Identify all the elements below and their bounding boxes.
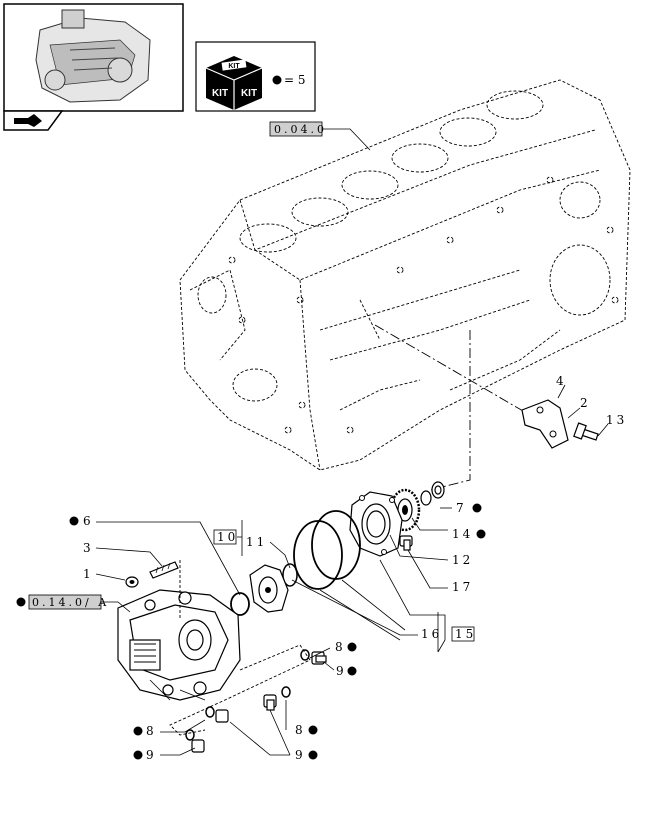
- arrow-hand-icon: [14, 114, 42, 127]
- callout-box-15: 15: [451, 626, 476, 642]
- bullet-icon-6: [69, 516, 79, 526]
- kit-bullet-icon: [272, 75, 282, 85]
- engine-thumbnail[interactable]: [3, 3, 184, 112]
- housing-part-12[interactable]: [349, 491, 403, 557]
- pump-assembly[interactable]: [117, 589, 241, 701]
- callout-6: 6: [83, 514, 94, 528]
- reference-block[interactable]: 0.04.0: [269, 121, 371, 151]
- bullet-icon-14: [476, 529, 486, 539]
- leader-13: [597, 423, 609, 437]
- leader-2: [567, 407, 581, 419]
- guide-pump-fittings: [169, 644, 311, 736]
- callout-8-upper: 8: [335, 640, 346, 654]
- bullet-icon-9-middle: [308, 750, 318, 760]
- bullet-icon-8-lower: [133, 726, 143, 736]
- fitting-lower-left[interactable]: [185, 706, 229, 753]
- kit-label-right: KIT: [241, 88, 257, 99]
- oring-part-6[interactable]: [230, 592, 250, 616]
- callout-4: 4: [556, 374, 567, 388]
- bullet-icon-8-upper: [347, 642, 357, 652]
- stud-part-3[interactable]: [149, 561, 179, 579]
- callout-11: 11: [246, 535, 267, 549]
- callout-box-10: 10: [213, 529, 238, 545]
- callout-12: 12: [452, 553, 473, 567]
- fitting-upper-right[interactable]: [300, 649, 327, 665]
- reference-block-label: 0.04.0: [274, 123, 327, 136]
- bracket-part-4[interactable]: [521, 399, 569, 449]
- leader-block-to-bracket: [374, 324, 531, 416]
- bullet-icon-7: [472, 503, 482, 513]
- bullet-icon-8-middle: [308, 725, 318, 735]
- leader-lines: [95, 507, 452, 756]
- washer-part-7[interactable]: [420, 481, 445, 506]
- callout-9-upper: 9: [336, 664, 347, 678]
- engine-thumbnail-icon: [35, 9, 151, 103]
- fitting-middle[interactable]: [263, 686, 291, 711]
- kit-count: = 5: [284, 73, 306, 87]
- reference-pump-label: 0.14.0/ A: [32, 596, 109, 609]
- callout-9-lower: 9: [146, 748, 157, 762]
- callout-8-lower: 8: [146, 724, 157, 738]
- callout-9-middle: 9: [295, 748, 306, 762]
- kit-label-top: KIT: [228, 63, 240, 70]
- callout-7: 7: [456, 501, 467, 515]
- bolt-part-13[interactable]: [573, 422, 599, 441]
- leader-block-to-gear: [429, 330, 471, 491]
- nut-part-1[interactable]: [125, 576, 139, 588]
- engine-block-outline: [179, 79, 631, 471]
- callout-1: 1: [83, 567, 94, 581]
- callout-8-middle: 8: [295, 723, 306, 737]
- bullet-icon-9-upper: [347, 666, 357, 676]
- callout-13: 13: [606, 413, 627, 427]
- callout-16: 16: [421, 627, 442, 641]
- flange-part-11[interactable]: [249, 564, 289, 613]
- bullet-icon-pump-ref: [16, 597, 26, 607]
- callout-14: 14: [452, 527, 473, 541]
- kit-label-left: KIT: [212, 88, 228, 99]
- svg-text:10: 10: [217, 530, 238, 544]
- kit-cube-icon: [205, 56, 263, 110]
- bolt-part-17[interactable]: [399, 535, 413, 551]
- bullet-icon-9-lower: [133, 750, 143, 760]
- leader-4: [557, 384, 566, 399]
- navigation-tab[interactable]: [3, 110, 64, 131]
- oring-part-small-11[interactable]: [282, 563, 298, 587]
- oring-part-16[interactable]: [293, 510, 361, 590]
- kit-box: KIT KIT KIT = 5: [195, 41, 316, 112]
- reference-pump[interactable]: 0.14.0/ A: [16, 594, 110, 610]
- callout-3: 3: [83, 541, 94, 555]
- callout-17: 17: [452, 580, 473, 594]
- svg-text:15: 15: [455, 627, 476, 641]
- callout-2: 2: [580, 396, 591, 410]
